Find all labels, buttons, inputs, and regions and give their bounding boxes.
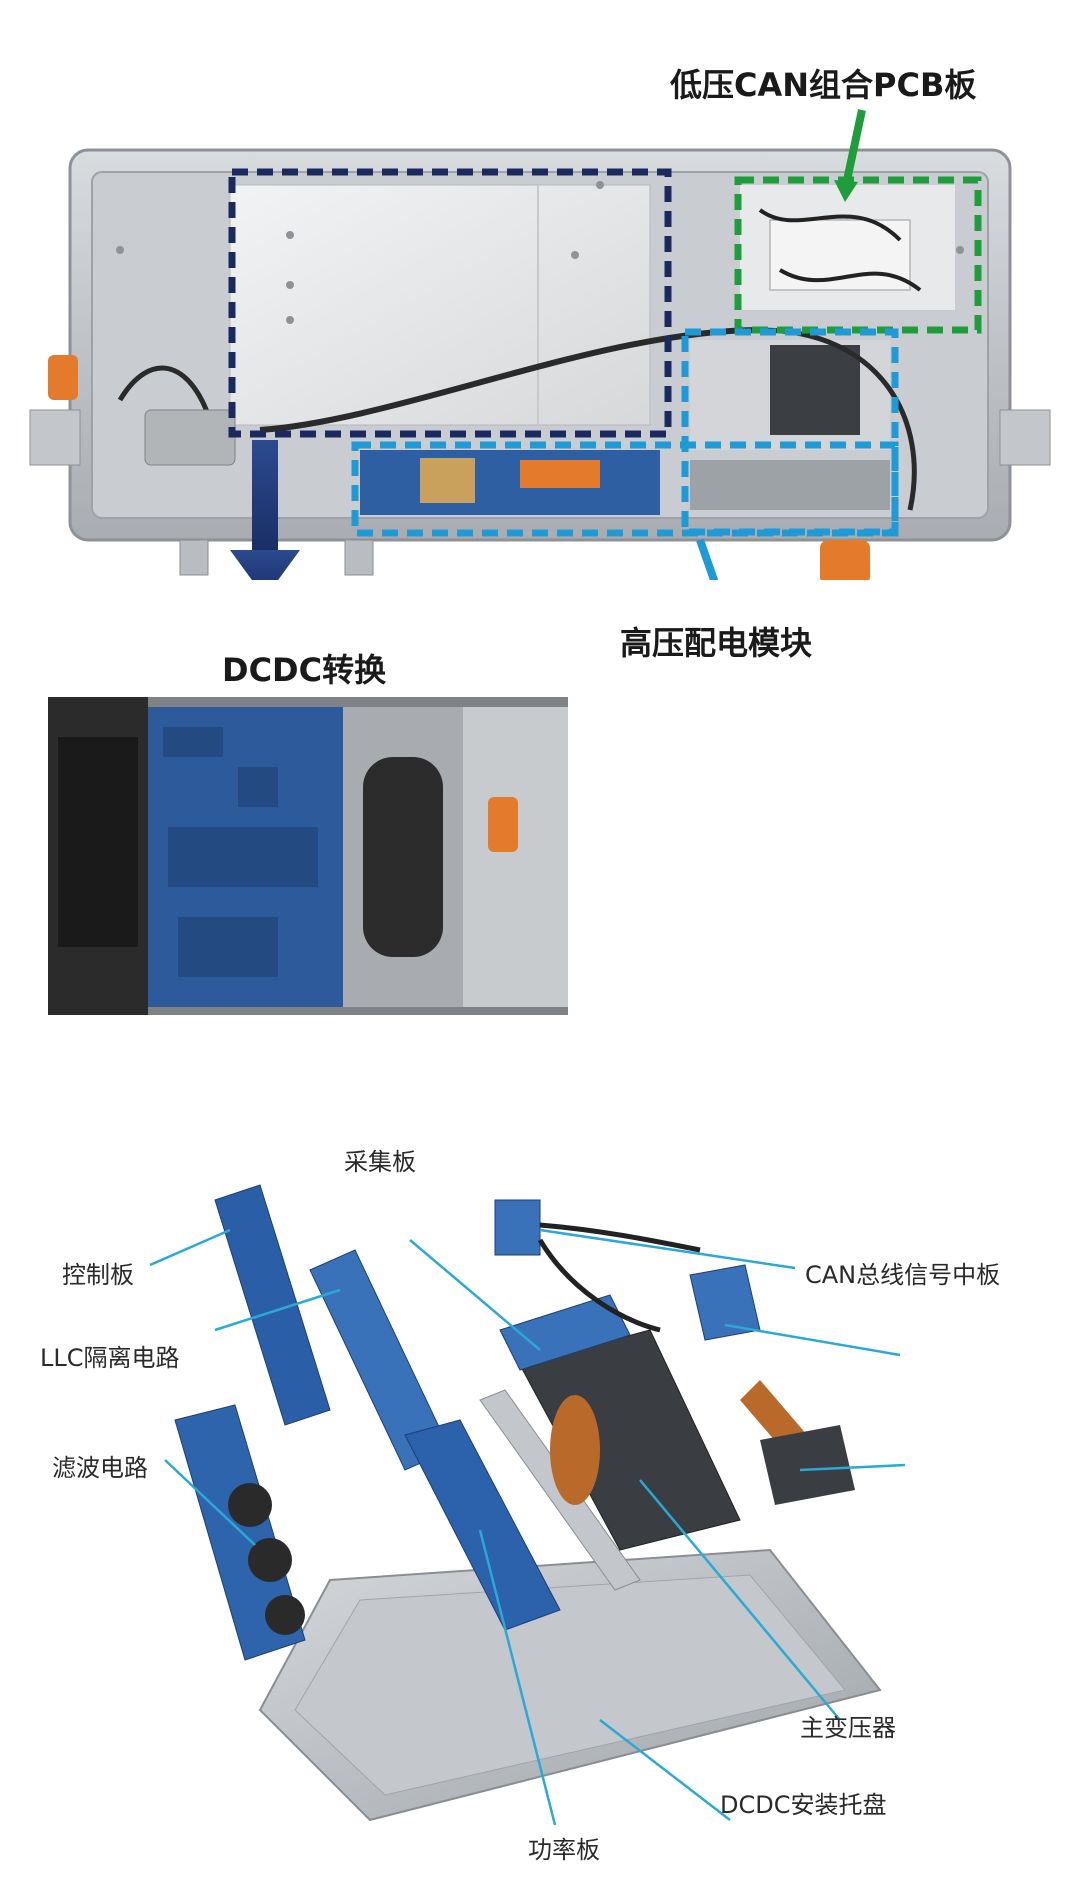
high-voltage-box-strip (351, 441, 899, 537)
orange-connector-left (48, 355, 78, 400)
dcdc-box (228, 168, 672, 438)
orange-connector-bottom (820, 540, 870, 585)
housing-illustration (29, 109, 1051, 622)
power-board-shape (404, 1419, 561, 1631)
label-can-pcb: 低压CAN组合PCB板 (670, 66, 977, 104)
label-filter-circuit: 滤波电路 (52, 1454, 148, 1482)
exploded-view (0, 1080, 1080, 1893)
label-collect-board: 采集板 (344, 1148, 416, 1176)
dcdc-closeup-photo (48, 697, 568, 1015)
control-board-shape (214, 1184, 331, 1426)
label-dcdc: DCDC转换 (222, 651, 387, 689)
dcdc-arrow (230, 440, 300, 598)
can-pcb-box (734, 176, 982, 334)
can-pcb-pointer (842, 109, 866, 186)
label-can-bus-board: CAN总线信号中板 (805, 1261, 1001, 1289)
label-high-voltage: 高压配电模块 (620, 624, 813, 662)
housing-photo (0, 0, 1080, 622)
label-power-board: 功率板 (528, 1836, 600, 1864)
label-main-transformer: 主变压器 (800, 1714, 896, 1742)
can-board-shape (494, 1199, 541, 1256)
collect-board-shape (499, 1294, 631, 1371)
high-voltage-pointer (696, 538, 732, 622)
label-control-board: 控制板 (62, 1261, 134, 1289)
label-llc-circuit: LLC隔离电路 (40, 1344, 180, 1372)
label-dcdc-tray: DCDC安装托盘 (720, 1791, 887, 1819)
